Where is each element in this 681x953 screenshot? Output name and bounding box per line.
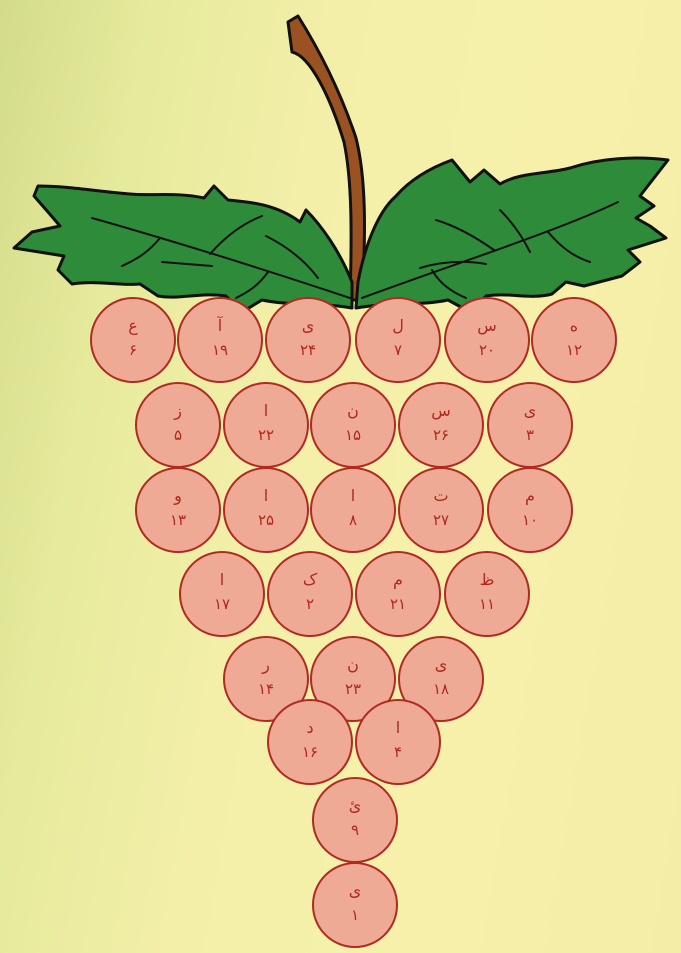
grape-number: ۲۳: [345, 679, 361, 699]
grape-letter: ا: [264, 401, 268, 421]
grape-circle[interactable]: ت ۲۷: [398, 467, 484, 553]
grape-circle[interactable]: ی ۲۴: [265, 297, 351, 383]
grape-number: ۷: [394, 340, 402, 360]
grape-number: ۱۲: [566, 340, 582, 360]
grape-letter: ظ: [480, 570, 495, 590]
grape-circle[interactable]: ن ۱۵: [310, 382, 396, 468]
grape-letter: ل: [392, 316, 404, 336]
grape-letter: ی: [435, 655, 448, 675]
grape-number: ۱۵: [345, 425, 361, 445]
grape-letter: س: [477, 316, 497, 336]
grape-number: ۱۱: [479, 594, 495, 614]
grape-letter: ئ: [349, 796, 362, 816]
grape-circle[interactable]: ا ۱۷: [179, 551, 265, 637]
grape-circle[interactable]: ظ ۱۱: [444, 551, 530, 637]
left-leaf: [14, 186, 352, 312]
grape-letter: ع: [128, 316, 138, 336]
grape-circle[interactable]: س ۲۶: [398, 382, 484, 468]
grape-number: ۱۴: [258, 679, 274, 699]
grape-circle[interactable]: د ۱۶: [267, 699, 353, 785]
grape-letter: ت: [433, 486, 448, 506]
grape-letter: ا: [264, 486, 268, 506]
grape-letter: ن: [347, 401, 359, 421]
grape-letter: م: [525, 486, 535, 506]
grape-circle[interactable]: س ۲۰: [444, 297, 530, 383]
grape-number: ۴: [394, 742, 402, 762]
grape-number: ۳: [526, 425, 534, 445]
grape-letter: ی: [349, 881, 362, 901]
grape-number: ۶: [129, 340, 137, 360]
grape-letter: ن: [347, 655, 359, 675]
grape-letter: س: [431, 401, 451, 421]
grape-letter: ا: [396, 718, 400, 738]
grape-number: ۲۴: [300, 340, 316, 360]
grape-number: ۱۰: [522, 510, 538, 530]
grape-circle[interactable]: م ۱۰: [487, 467, 573, 553]
grape-circle[interactable]: م ۲۱: [355, 551, 441, 637]
grape-letter: آ: [218, 316, 222, 336]
grape-letter: د: [306, 718, 313, 738]
grape-number: ۸: [349, 510, 357, 530]
grape-circle[interactable]: ا ۲۵: [223, 467, 309, 553]
grape-number: ۲۲: [258, 425, 274, 445]
grape-letter: ی: [302, 316, 315, 336]
grape-letter: ا: [220, 570, 224, 590]
grape-number: ۵: [174, 425, 182, 445]
grape-letter: ه: [570, 316, 578, 336]
grape-number: ۲: [306, 594, 314, 614]
grape-number: ۱۸: [433, 679, 449, 699]
grape-letter: ز: [174, 401, 182, 421]
grape-number: ۲۵: [258, 510, 274, 530]
grape-number: ۹: [351, 820, 359, 840]
grape-number: ۱: [351, 905, 359, 925]
grape-letter: ا: [351, 486, 355, 506]
grape-number: ۱۹: [212, 340, 228, 360]
grape-letter: م: [393, 570, 403, 590]
grape-number: ۲۱: [390, 594, 406, 614]
grape-number: ۱۶: [302, 742, 318, 762]
grape-letter: ر: [262, 655, 270, 675]
grape-letter: ک: [303, 570, 317, 590]
grape-number: ۲۰: [479, 340, 495, 360]
right-leaf: [356, 158, 668, 312]
grape-circle[interactable]: ه ۱۲: [531, 297, 617, 383]
grape-number: ۱۳: [170, 510, 186, 530]
grape-number: ۲۶: [433, 425, 449, 445]
grape-number: ۱۷: [214, 594, 230, 614]
grape-circle[interactable]: و ۱۳: [135, 467, 221, 553]
grape-circle[interactable]: آ ۱۹: [177, 297, 263, 383]
grape-letter: ی: [524, 401, 537, 421]
grape-number: ۲۷: [433, 510, 449, 530]
grape-circle[interactable]: ا ۲۲: [223, 382, 309, 468]
grape-letter: و: [174, 486, 182, 506]
